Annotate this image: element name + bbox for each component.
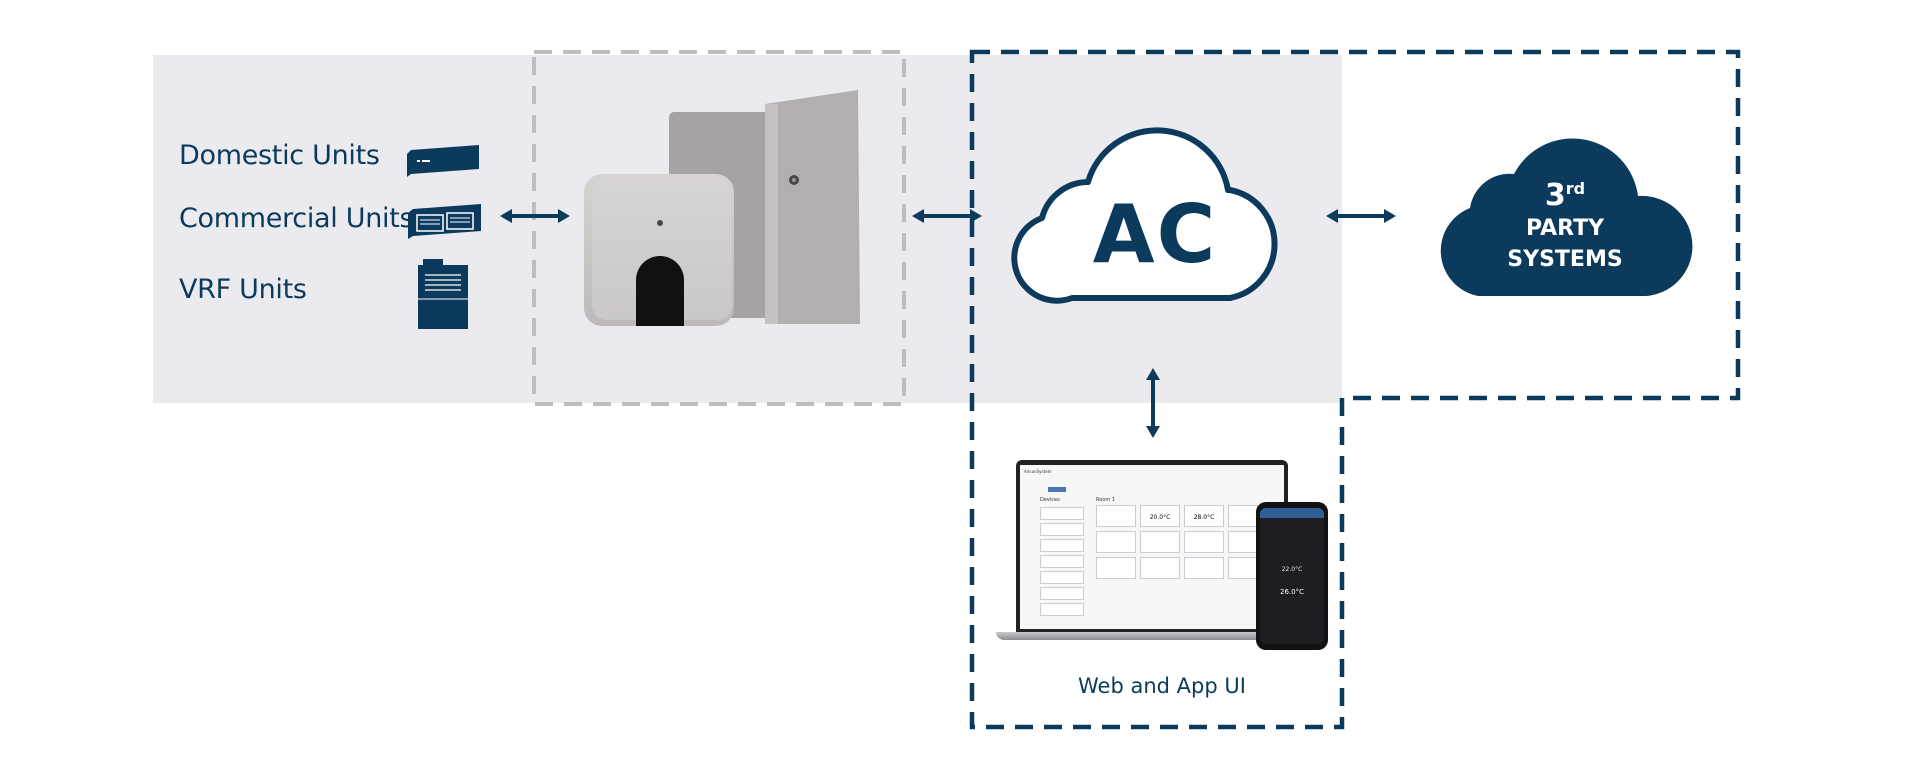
arrow-device-to-cloud-icon: [912, 209, 982, 223]
domestic-units-label: Domestic Units: [179, 140, 380, 171]
laptop-screen-content: AirconSystem Devices Room 1 20.0°C 28.0°…: [1020, 465, 1284, 629]
phone-ambient-temp: 22.0°C: [1281, 566, 1303, 573]
list-item: [1040, 555, 1084, 568]
laptop-app-title: AirconSystem: [1024, 469, 1052, 474]
list-item: [1040, 507, 1084, 520]
tile: [1184, 557, 1224, 579]
third-party-cloud-icon: [1440, 138, 1693, 296]
tile: [1096, 531, 1136, 553]
web-app-ui-caption: Web and App UI: [1078, 674, 1246, 698]
list-item: [1040, 539, 1084, 552]
laptop-base: [996, 632, 1308, 640]
ac-cloud-icon: [1011, 127, 1278, 304]
list-item: [1040, 603, 1084, 616]
phone-mockup: 22.0°C 26.0°C: [1256, 502, 1328, 650]
tile: [1096, 557, 1136, 579]
third-party-line1: PARTY: [1525, 216, 1605, 241]
commercial-unit-icon: [408, 204, 481, 239]
tile-setpoint-temp: 28.0°C: [1184, 505, 1224, 527]
gateway-device: [584, 90, 860, 326]
phone-setpoint-temp: 26.0°C: [1280, 588, 1304, 596]
list-item: [1040, 523, 1084, 536]
phone-screen: 22.0°C 26.0°C: [1260, 508, 1324, 644]
laptop-sidebar-title: Devices: [1040, 497, 1060, 503]
laptop-room-title: Room 1: [1096, 497, 1116, 503]
tile: [1140, 557, 1180, 579]
phone-header-bar: [1260, 508, 1324, 518]
laptop-sidebar: [1040, 507, 1084, 619]
list-item: [1040, 587, 1084, 600]
tile: [1184, 531, 1224, 553]
domestic-unit-icon: [407, 145, 479, 177]
ac-cloud-label: AC: [1092, 188, 1218, 281]
laptop-screen: AirconSystem Devices Room 1 20.0°C 28.0°…: [1016, 460, 1288, 632]
tile: [1096, 505, 1136, 527]
third-party-ordinal: 3rd: [1544, 178, 1586, 213]
laptop-mockup: AirconSystem Devices Room 1 20.0°C 28.0°…: [996, 460, 1308, 650]
tile-ambient-temp: 20.0°C: [1140, 505, 1180, 527]
third-party-label: 3rd PARTY SYSTEMS: [1480, 172, 1650, 275]
tile: [1140, 531, 1180, 553]
arrow-cloud-to-ui-icon: [1146, 368, 1160, 438]
commercial-units-label: Commercial Units: [179, 203, 414, 234]
arrow-units-to-device-icon: [500, 209, 570, 223]
arrow-cloud-to-third-party-icon: [1326, 209, 1396, 223]
vrf-unit-icon: [418, 259, 468, 329]
list-item: [1040, 571, 1084, 584]
vrf-units-label: VRF Units: [179, 274, 307, 305]
laptop-tab-bar: [1048, 487, 1066, 492]
third-party-line2: SYSTEMS: [1507, 247, 1623, 272]
